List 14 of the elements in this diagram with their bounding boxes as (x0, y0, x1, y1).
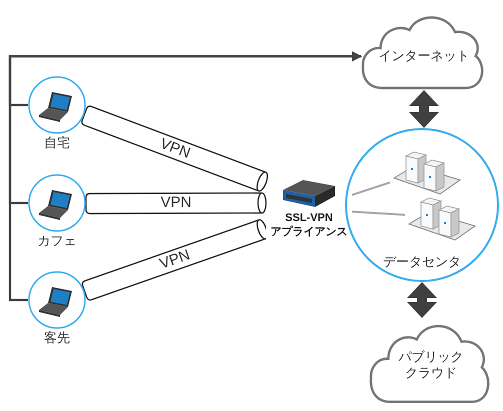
node-label: 客先 (44, 330, 70, 346)
datacenter-circle (345, 128, 499, 282)
node-label: SSL-VPN アプライアンス (266, 211, 352, 239)
connector-line (352, 210, 406, 216)
double-arrow (407, 282, 437, 318)
arrow (8, 51, 362, 302)
vpn-tunnel (81, 106, 268, 192)
node-label: カフェ (38, 233, 76, 249)
connector-line (352, 182, 390, 196)
node-label: データセンタ (383, 254, 461, 270)
node-label: 自宅 (44, 135, 70, 151)
double-arrow (409, 90, 439, 128)
node-label: パブリッククラウド (398, 349, 464, 381)
node-label: インターネット (378, 48, 470, 64)
